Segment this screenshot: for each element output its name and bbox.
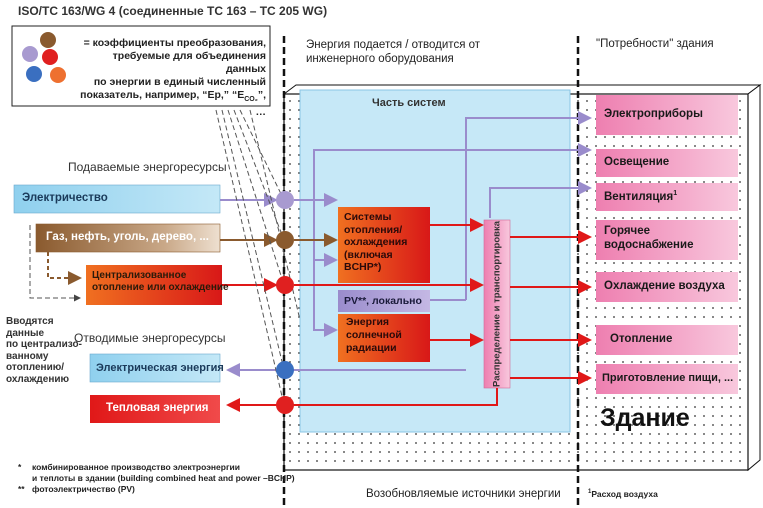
fuels-box (35, 223, 221, 253)
district-input-note: Вводятся данные по централизо- ванному о… (6, 316, 82, 385)
inputs-heading: Подаваемые энергоресурсы (68, 160, 227, 174)
outputs-heading: Отводимые энергоресурсы (74, 331, 226, 345)
supplied-energy-label: Энергия подается / отводится от инженерн… (306, 39, 481, 65)
fuel-flow (47, 233, 338, 285)
legend-circle-brown (40, 32, 56, 48)
needs-boxes (596, 95, 738, 394)
need-appliances: Электроприборы (604, 108, 703, 120)
need-air-cooling: Охлаждение воздуха (604, 280, 725, 292)
heat-flow (222, 218, 592, 412)
need-ventilation: Вентиляция1 (604, 190, 678, 203)
footnotes: *комбинированное производство электроэне… (18, 462, 295, 494)
need-cooking: Приготовление пищи, ... (602, 372, 734, 384)
pv-label: PV**, локально (344, 295, 422, 307)
building-needs-label: "Потребности" здания (596, 38, 714, 50)
electricity-box (13, 184, 221, 214)
thermal-output-box (90, 395, 220, 423)
heating-cooling-label: Системы отопления/ охлаждения (включая B… (344, 211, 408, 273)
conversion-circles (276, 191, 294, 414)
fuels-label: Газ, нефть, уголь, дерево, ... (46, 231, 209, 243)
legend-circle-red (42, 49, 58, 65)
heating-cooling-box (338, 207, 430, 283)
district-label: Централизованное отопление или охлаждени… (92, 270, 229, 293)
air-flow-footnote: 1Расход воздуха (588, 489, 658, 499)
need-heating: Отопление (610, 333, 673, 345)
renewables-label: Возобновляемые источники энергии (366, 488, 561, 500)
conversion-pointers (29, 109, 301, 406)
district-box (86, 265, 222, 305)
electric-output-label: Электрическая энергия (96, 362, 224, 374)
thermal-output-label: Тепловая энергия (106, 402, 209, 414)
need-hot-water: Горячее водоснабжение (604, 225, 694, 251)
legend-circle-blue (26, 66, 42, 82)
legend-circles (20, 32, 76, 88)
building-label: Здание (600, 404, 690, 432)
solar-box (338, 314, 430, 362)
legend-box (11, 25, 271, 107)
systems-title: Часть систем (372, 97, 446, 109)
pv-box (338, 290, 430, 312)
need-lighting: Освещение (604, 156, 670, 168)
electricity-label: Электричество (22, 192, 108, 204)
electric-output-box (89, 353, 221, 383)
legend-text: = коэффициенты преобразования, требуемые… (80, 37, 266, 119)
page-title: ISO/TC 163/WG 4 (соединенные TC 163 – TC… (18, 4, 328, 18)
legend-circle-purple (22, 46, 38, 62)
solar-label: Энергия солнечной радиации (346, 316, 402, 354)
electricity-flow (220, 111, 592, 371)
distribution-box (483, 219, 511, 389)
distribution-label: Распределение и транспортировка (491, 220, 503, 388)
legend-circle-orange (50, 67, 66, 83)
